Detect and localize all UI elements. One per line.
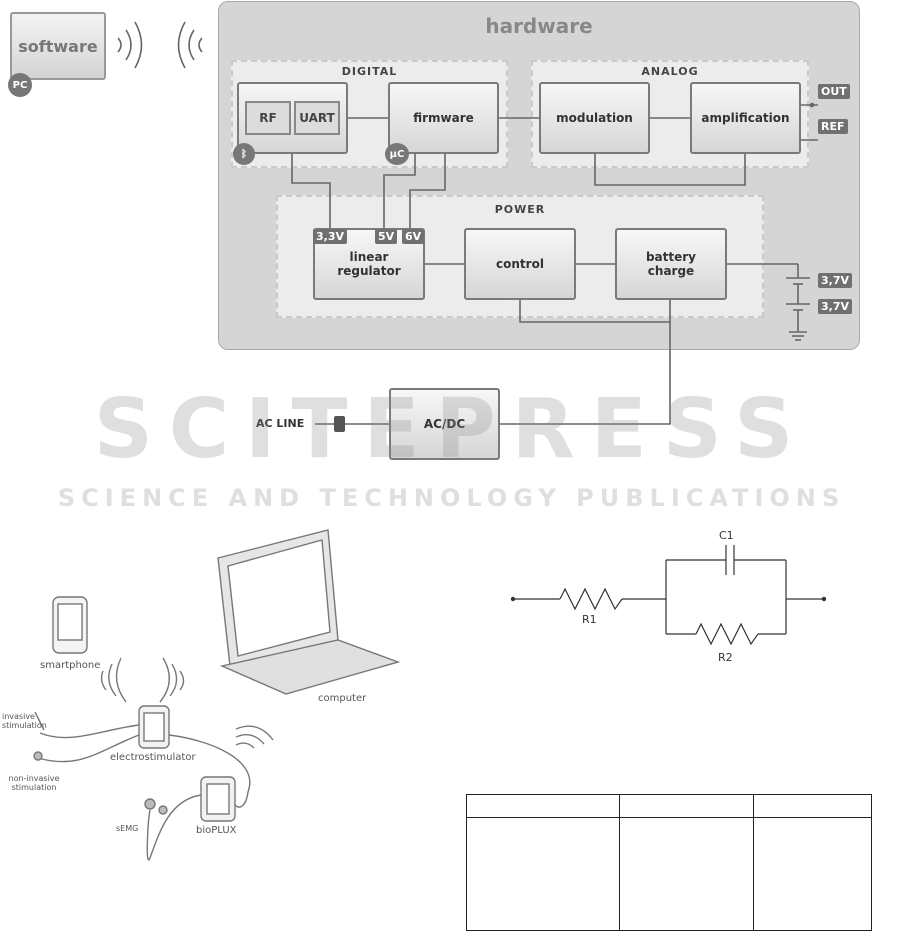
c1-label: C1 [719, 529, 734, 542]
bioplux-label: bioPLUX [196, 825, 237, 836]
table-col-divider-1 [619, 795, 620, 930]
invasive-stimulation-label: invasive stimulation [2, 712, 47, 730]
voltage-5v-tag: 5V [375, 229, 398, 244]
r1-label: R1 [582, 613, 597, 626]
hardware-title: hardware [485, 14, 593, 38]
semg-label: sEMG [116, 824, 139, 833]
ac-line-label: AC LINE [256, 417, 305, 430]
firmware-box: firmware [388, 82, 499, 154]
computer-label: computer [318, 693, 367, 704]
microcontroller-badge: µC [385, 143, 409, 165]
bioplux-icon [200, 776, 236, 822]
noninvasive-stimulation-label: non-invasive stimulation [8, 774, 60, 792]
software-box: software [10, 12, 106, 80]
electrostimulator-label: electrostimulator [110, 752, 196, 763]
pc-badge: PC [8, 73, 32, 97]
analog-title: ANALOG [641, 65, 699, 78]
software-label: software [18, 36, 98, 56]
electrostimulator-icon [138, 705, 170, 749]
amplification-box: amplification [690, 82, 801, 154]
voltage-6v-tag: 6V [402, 229, 425, 244]
table-col-divider-2 [753, 795, 754, 930]
bluetooth-icon: ᛒ [233, 143, 255, 165]
empty-table [466, 794, 872, 931]
power-title: POWER [494, 203, 546, 216]
smartphone-label: smartphone [40, 660, 101, 671]
watermark-subtitle: SCIENCE AND TECHNOLOGY PUBLICATIONS [57, 484, 846, 512]
laptop-icon [217, 529, 339, 667]
digital-title: DIGITAL [341, 65, 398, 78]
modulation-box: modulation [539, 82, 650, 154]
battery-tag-2: 3,7V [818, 299, 852, 314]
r2-resistor [695, 622, 759, 646]
r2-label: R2 [718, 651, 733, 664]
r1-resistor [559, 587, 623, 611]
uart-box: UART [294, 101, 340, 135]
voltage-3v3-tag: 3,3V [313, 229, 347, 244]
out-tag: OUT [818, 84, 850, 99]
ref-tag: REF [818, 119, 848, 134]
battery-tag-1: 3,7V [818, 273, 852, 288]
watermark-title: SCITEPRESS [93, 382, 810, 477]
table-header-row [467, 817, 871, 818]
battery-charge-box: battery charge [615, 228, 727, 300]
acdc-box: AC/DC [389, 388, 500, 460]
control-box: control [464, 228, 576, 300]
smartphone-icon [52, 596, 88, 654]
rf-box: RF [245, 101, 291, 135]
